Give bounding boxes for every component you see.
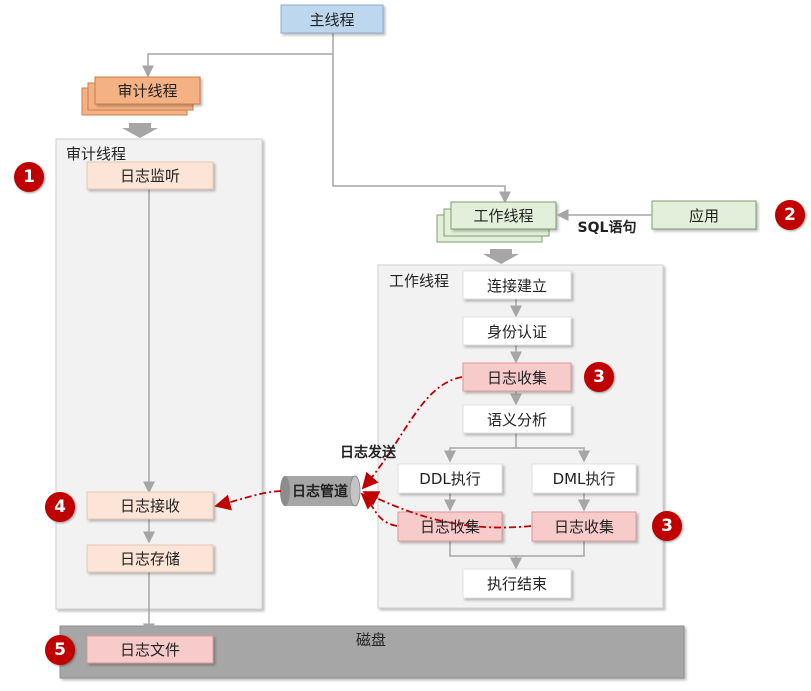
connect-box <box>462 270 572 300</box>
log-receive-box <box>86 491 214 520</box>
worker-stack-front <box>450 201 557 230</box>
ddl-collect-box <box>397 511 503 542</box>
dml-collect-box <box>531 511 637 542</box>
audit-thread-container <box>55 138 263 610</box>
audit-stack-front <box>94 76 201 105</box>
main-thread-box <box>280 4 384 34</box>
auth-box <box>462 316 572 346</box>
audit-block-arrow <box>122 123 158 138</box>
log-pipe-cylinder <box>280 475 361 507</box>
log-listen-box <box>86 161 214 190</box>
main-to-worker-line <box>332 33 511 204</box>
merge-to-end-line-right <box>516 541 585 557</box>
log-collect-box <box>462 362 572 392</box>
ddl-exec-box <box>397 463 503 494</box>
application-box <box>651 200 757 230</box>
collect-to-pipe-dashed-arrow <box>361 376 463 490</box>
semantic-split-line <box>444 433 517 463</box>
dml-collect-to-pipe-dashed-arrow <box>362 491 532 529</box>
exec-end-box <box>462 568 572 599</box>
log-file-box <box>86 635 214 664</box>
worker-block-arrow <box>483 249 519 264</box>
log-store-box <box>86 544 214 573</box>
dml-exec-box <box>531 463 637 494</box>
semantic-split-line-right <box>516 447 590 463</box>
ddl-collect-to-pipe-dashed-arrow <box>360 492 398 527</box>
merge-to-end-line <box>449 541 522 570</box>
main-to-audit-line <box>142 53 333 78</box>
semantic-box <box>462 404 572 434</box>
pipe-to-receive-dashed-arrow <box>214 490 282 511</box>
